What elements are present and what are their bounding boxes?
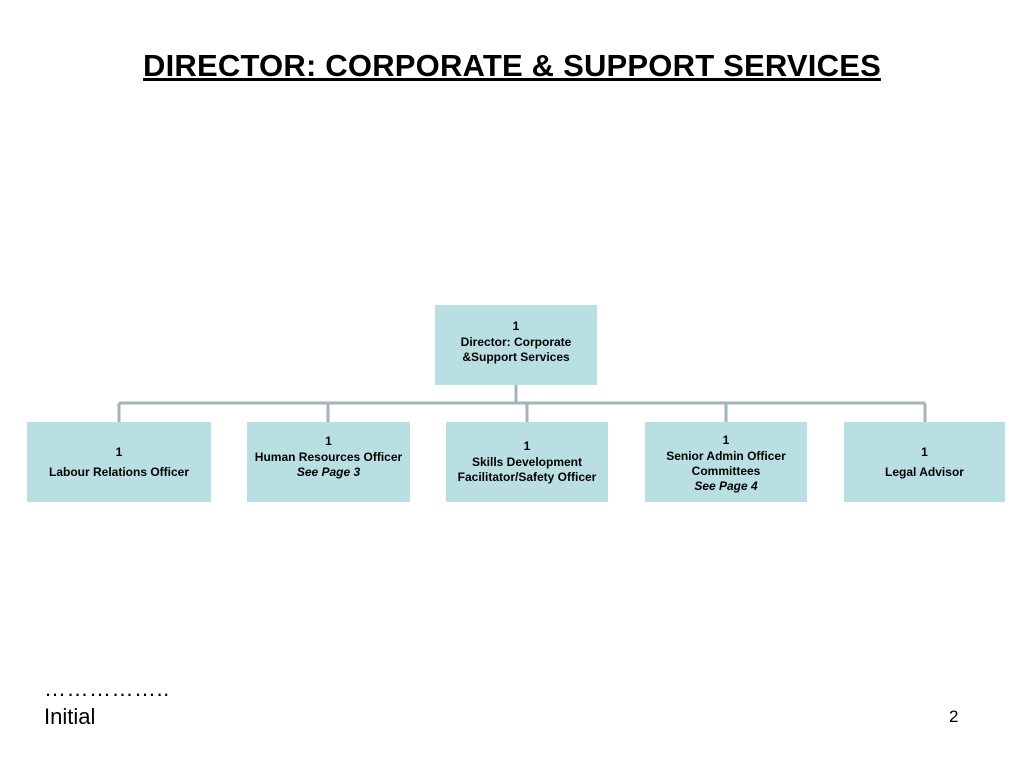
org-box-director: 1 Director: Corporate &Support Services: [435, 305, 597, 385]
org-box-skills-development-facilitator: 1 Skills Development Facilitator/Safety …: [446, 422, 608, 502]
position-count: 1: [512, 319, 520, 333]
position-title-line1: Human Resources Officer: [254, 450, 403, 464]
position-count: 1: [115, 444, 123, 459]
position-page-reference: See Page 3: [296, 465, 361, 479]
org-box-senior-admin-officer: 1 Senior Admin Officer Committees See Pa…: [645, 422, 807, 502]
position-title-line1: Director: Corporate: [460, 335, 572, 349]
position-count: 1: [325, 434, 332, 448]
position-title-line2: &Support Services: [462, 350, 570, 364]
initial-signature-line: ……………..: [44, 676, 170, 701]
position-title-line1: Skills Development: [471, 455, 583, 469]
org-box-human-resources-officer: 1 Human Resources Officer See Page 3: [247, 422, 410, 502]
position-count: 1: [921, 444, 928, 459]
position-title-line1: Senior Admin Officer: [666, 449, 786, 463]
initial-label: Initial: [44, 704, 96, 729]
position-count: 1: [523, 439, 531, 453]
org-box-labour-relations-officer: 1 Labour Relations Officer: [27, 422, 211, 502]
page-title: DIRECTOR: CORPORATE & SUPPORT SERVICES: [143, 48, 881, 83]
position-title-line2: Facilitator/Safety Officer: [457, 470, 597, 484]
position-page-reference: See Page 4: [694, 479, 758, 493]
position-title-line1: Labour Relations Officer: [48, 464, 190, 479]
position-title-line1: Legal Advisor: [885, 464, 964, 479]
page-number: 2: [949, 707, 959, 726]
position-title-line2: Committees: [691, 464, 761, 478]
position-count: 1: [722, 433, 730, 447]
org-box-legal-advisor: 1 Legal Advisor: [844, 422, 1005, 502]
